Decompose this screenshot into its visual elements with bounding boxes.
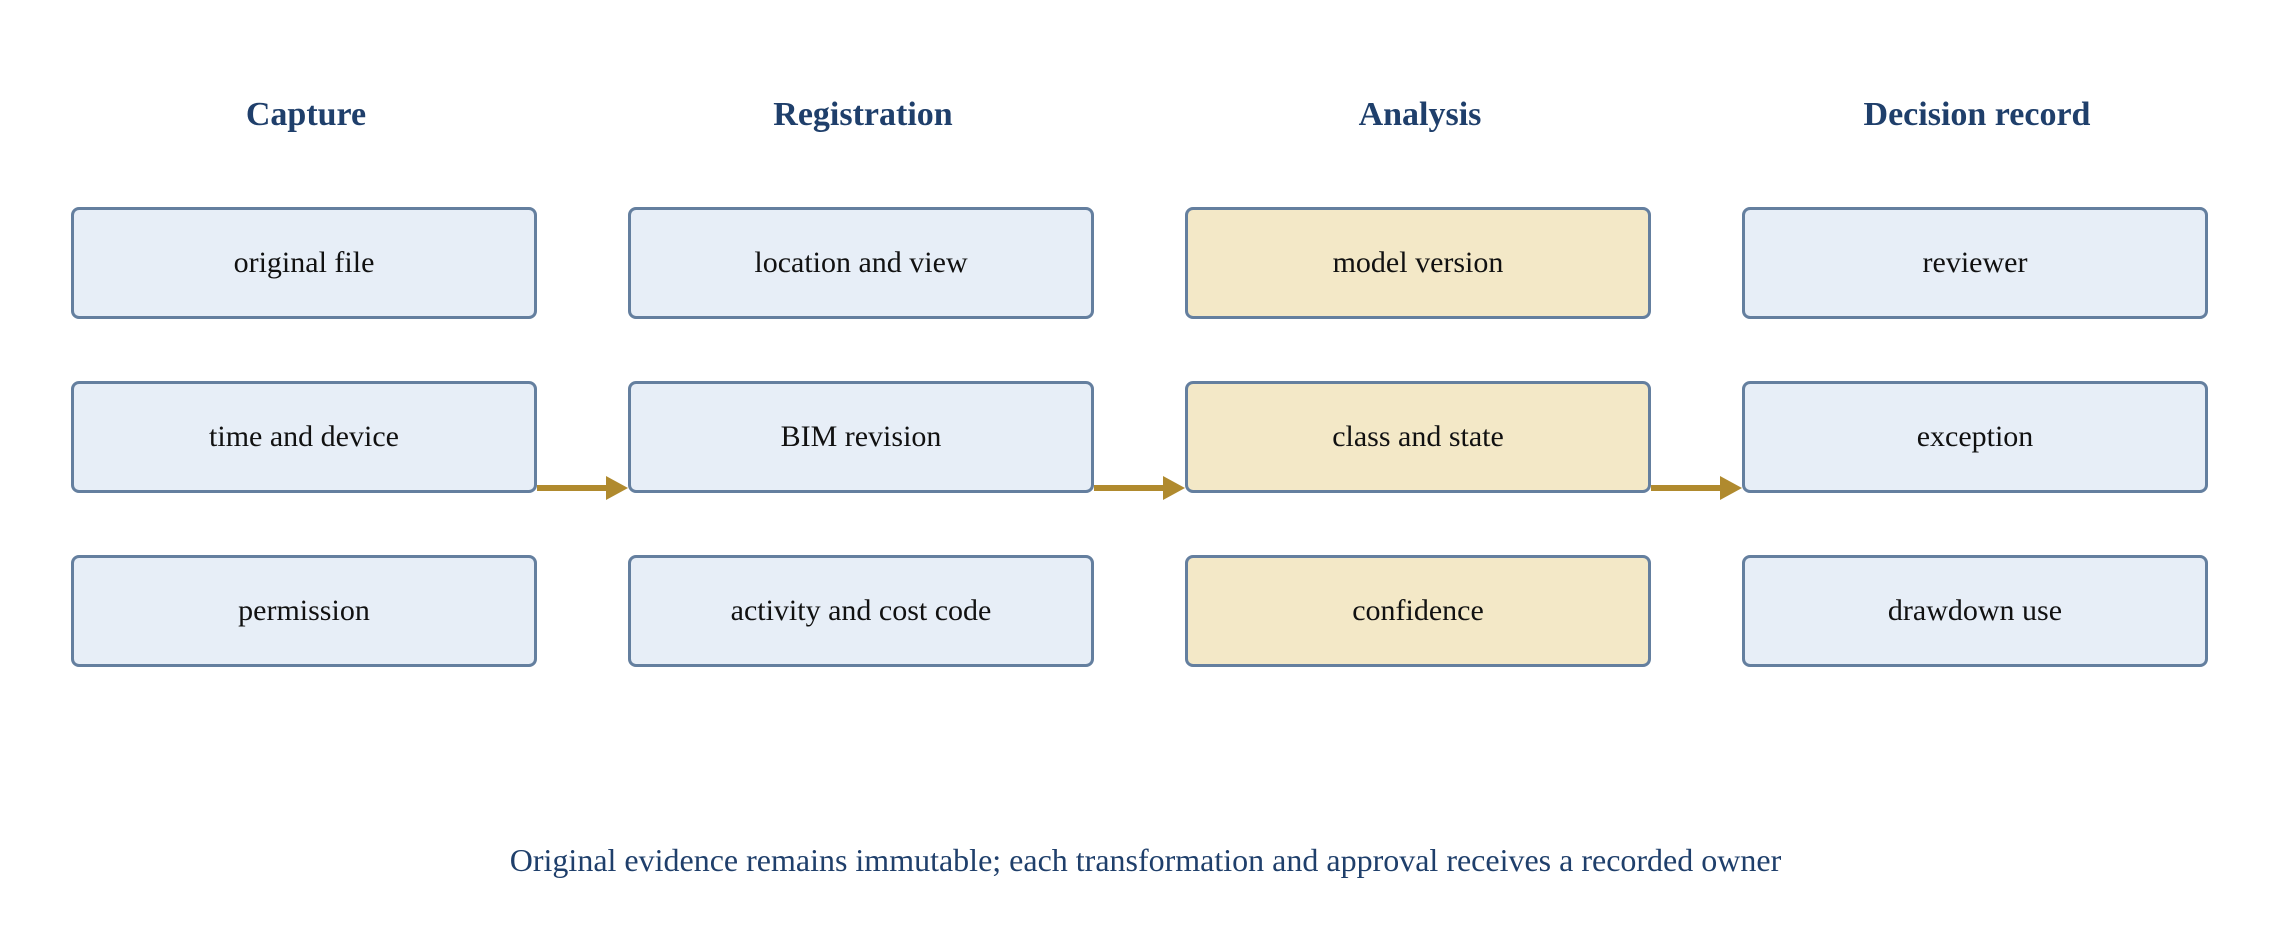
arrow-analysis-to-decision-record <box>1651 476 1742 500</box>
box-registration-location-and-view: location and view <box>628 207 1094 319</box>
box-decision-drawdown-use: drawdown use <box>1742 555 2208 667</box>
box-decision-reviewer: reviewer <box>1742 207 2208 319</box>
box-capture-time-and-device: time and device <box>71 381 537 493</box>
arrow-registration-to-analysis <box>1094 476 1185 500</box>
diagram-caption: Original evidence remains immutable; eac… <box>509 842 1782 878</box>
box-registration-bim-revision: BIM revision <box>628 381 1094 493</box>
column-title-registration: Registration <box>773 96 953 133</box>
box-analysis-confidence: confidence <box>1185 555 1651 667</box>
box-analysis-class-and-state: class and state <box>1185 381 1651 493</box>
arrow-capture-to-registration <box>537 476 628 500</box>
box-capture-original-file: original file <box>71 207 537 319</box>
box-analysis-model-version: model version <box>1185 207 1651 319</box>
box-decision-exception: exception <box>1742 381 2208 493</box>
column-title-analysis: Analysis <box>1358 96 1482 133</box>
column-title-capture: Capture <box>245 96 367 133</box>
box-capture-permission: permission <box>71 555 537 667</box>
box-registration-activity-and-cost-code: activity and cost code <box>628 555 1094 667</box>
column-title-decision-record: Decision record <box>1863 96 2091 133</box>
